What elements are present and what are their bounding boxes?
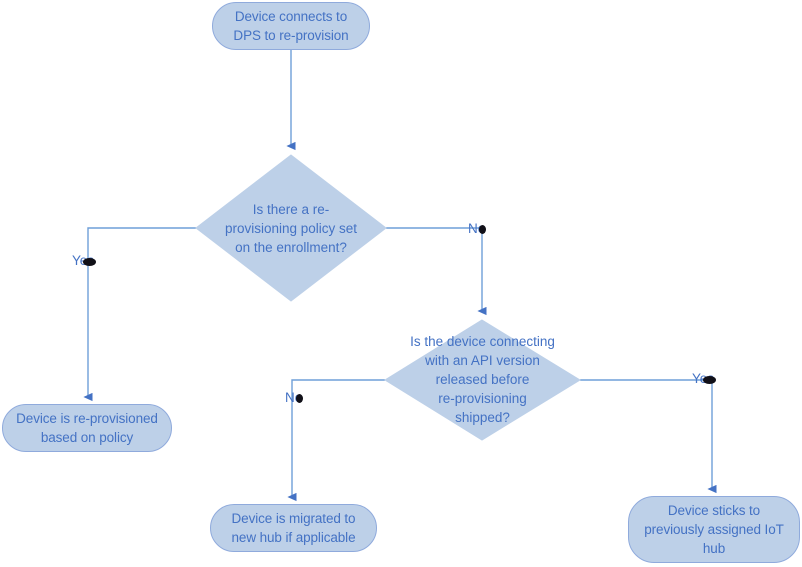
edge-label-policy-yes-text: Yes	[72, 253, 95, 268]
node-start[interactable]: Device connects to DPS to re-provision	[212, 2, 370, 50]
connector-api-yes	[580, 379, 717, 494]
node-start-label: Device connects to DPS to re-provision	[233, 9, 349, 43]
edge-label-policy-yes: Yes	[72, 253, 94, 268]
node-outcome-sticks-label: Device sticks to previously assigned IoT…	[644, 503, 784, 556]
node-outcome-migrated[interactable]: Device is migrated to new hub if applica…	[210, 504, 377, 552]
connector-api-no	[287, 379, 385, 502]
connector-policy-no	[386, 227, 487, 316]
node-outcome-policy-label: Device is re-provisioned based on policy	[16, 411, 158, 445]
edge-label-api-yes: Yes	[692, 371, 714, 386]
edge-label-api-yes-text: Yes	[692, 371, 715, 386]
edge-label-api-no: No	[285, 390, 302, 405]
node-outcome-policy[interactable]: Device is re-provisioned based on policy	[2, 404, 172, 452]
edge-label-policy-no: No	[468, 221, 485, 236]
decision-policy-shape	[195, 154, 387, 302]
edge-label-api-no-text: No	[285, 390, 303, 405]
node-outcome-migrated-label: Device is migrated to new hub if applica…	[231, 511, 356, 545]
decision-api-shape	[384, 319, 581, 441]
edge-label-policy-no-text: No	[468, 221, 486, 236]
connector-policy-yes	[83, 227, 196, 402]
node-outcome-sticks[interactable]: Device sticks to previously assigned IoT…	[628, 496, 800, 563]
